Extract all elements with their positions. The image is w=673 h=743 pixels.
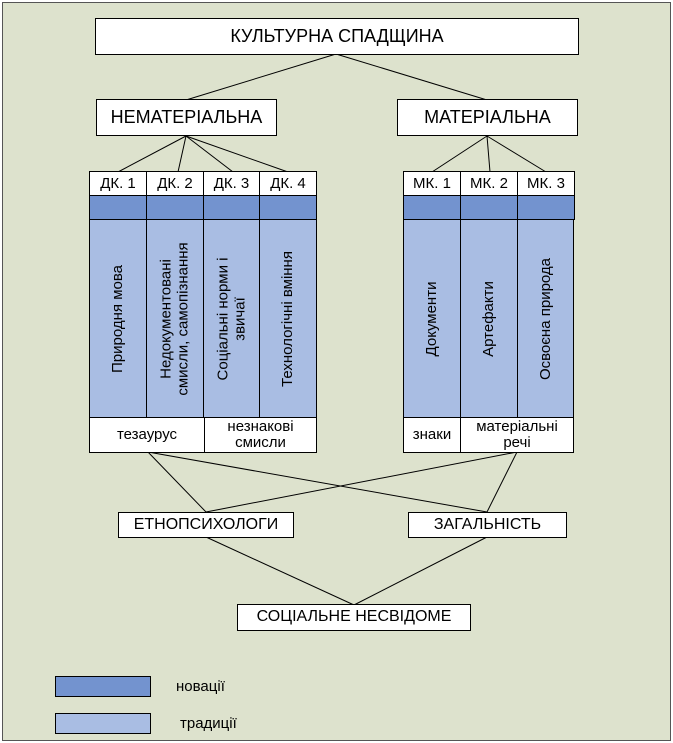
header-label: МК. 2	[470, 174, 508, 192]
tradition-column-mk3: Освоєна природа	[517, 219, 574, 418]
connector-dk3	[185, 135, 234, 173]
header-label: ДК. 3	[213, 174, 250, 192]
header-dk1: ДК. 1	[89, 171, 147, 196]
header-dk3: ДК. 3	[203, 171, 260, 196]
column-label: Документи	[422, 281, 440, 356]
header-mk3: МК. 3	[517, 171, 575, 196]
novation-strip-dk2	[146, 195, 204, 220]
footer-thesaurus: тезаурус	[89, 417, 205, 453]
connector-dk2	[177, 135, 187, 173]
root-box: КУЛЬТУРНА СПАДЩИНА	[95, 18, 579, 55]
column-label: Технологічні вміння	[278, 250, 296, 387]
generality-box: ЗАГАЛЬНІСТЬ	[408, 512, 567, 538]
generality-label: ЗАГАЛЬНІСТЬ	[433, 515, 542, 533]
footer-label: тезаурус	[116, 426, 178, 444]
footer-material-things: матеріальні речі	[460, 417, 574, 453]
tradition-column-dk1: Природня мова	[89, 219, 147, 418]
legend-swatch-traditions	[55, 713, 151, 734]
connector-dk1	[117, 135, 187, 173]
nonmaterial-box: НЕМАТЕРІАЛЬНА	[96, 99, 277, 136]
tradition-column-dk2: Недокументовані смисли, самопізнання	[146, 219, 204, 418]
connector-mk1	[431, 135, 488, 173]
column-label: Освоєна природа	[536, 257, 554, 380]
column-label: Недокументовані смисли, самопізнання	[157, 241, 192, 396]
connector-root-nonmaterial	[185, 53, 337, 101]
header-dk2: ДК. 2	[146, 171, 204, 196]
legend-label-novations: новації	[176, 678, 225, 695]
connector-general-unconscious	[353, 536, 488, 606]
column-label: Природня мова	[108, 264, 126, 373]
footer-nonsign-meanings: незнакові смисли	[204, 417, 317, 453]
connector-thesaurus-general	[147, 451, 488, 513]
connector-things-ethno	[205, 451, 518, 513]
connector-ethno-unconscious	[205, 536, 355, 606]
tradition-column-mk1: Документи	[403, 219, 461, 418]
legend-label-traditions: традиції	[180, 715, 237, 732]
header-label: ДК. 1	[100, 174, 136, 192]
footer-label: матеріальні речі	[476, 418, 558, 451]
connector-mk2	[486, 135, 491, 173]
header-label: МК. 3	[527, 174, 565, 192]
novation-strip-mk2	[460, 195, 518, 220]
legend-swatch-novations	[55, 676, 151, 697]
header-mk1: МК. 1	[403, 171, 461, 196]
material-title: МАТЕРІАЛЬНА	[424, 107, 551, 128]
column-label: Соціальні норми і звичаї	[214, 257, 248, 380]
novation-strip-dk1	[89, 195, 147, 220]
footer-signs: знаки	[403, 417, 461, 453]
ethnopsychology-box: ЕТНОПСИХОЛОГИ	[118, 512, 294, 538]
tradition-column-mk2: Артефакти	[460, 219, 518, 418]
connector-thesaurus-ethno	[147, 451, 207, 513]
novation-strip-dk3	[203, 195, 260, 220]
social-unconscious-box: СОЦІАЛЬНЕ НЕСВІДОМЕ	[237, 604, 471, 631]
column-label: Артефакти	[479, 280, 497, 357]
footer-label: незнакові смисли	[227, 418, 294, 451]
ethnopsychology-label: ЕТНОПСИХОЛОГИ	[133, 515, 279, 533]
connector-dk4	[185, 135, 289, 173]
social-unconscious-label: СОЦІАЛЬНЕ НЕСВІДОМЕ	[256, 608, 452, 626]
connector-things-general	[486, 451, 518, 513]
footer-label: знаки	[412, 426, 452, 444]
header-mk2: МК. 2	[460, 171, 518, 196]
header-label: ДК. 4	[270, 174, 306, 192]
root-label: КУЛЬТУРНА СПАДЩИНА	[230, 26, 444, 47]
novation-strip-mk1	[403, 195, 461, 220]
header-label: ДК. 2	[157, 174, 193, 192]
tradition-column-dk4: Технологічні вміння	[259, 219, 317, 418]
header-dk4: ДК. 4	[259, 171, 317, 196]
tradition-column-dk3: Соціальні норми і звичаї	[203, 219, 260, 418]
connector-mk3	[486, 135, 547, 173]
novation-strip-dk4	[259, 195, 317, 220]
material-box: МАТЕРІАЛЬНА	[397, 99, 578, 136]
novation-strip-mk3	[517, 195, 575, 220]
header-label: МК. 1	[413, 174, 451, 192]
nonmaterial-title: НЕМАТЕРІАЛЬНА	[110, 107, 263, 128]
connector-root-material	[335, 53, 488, 101]
